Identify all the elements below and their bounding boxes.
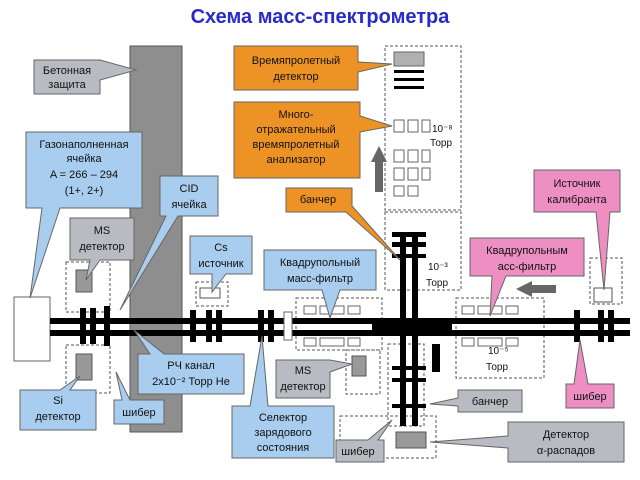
- cs-line-1: Cs: [214, 242, 228, 254]
- callout-buncher-top: банчер: [285, 187, 401, 261]
- center-box: [384, 211, 462, 291]
- callout-cid: CID ячейка: [119, 175, 219, 311]
- tof-det-line-1: Времяпролетный: [252, 55, 340, 67]
- slide-title: Схема масс-спектрометра: [190, 6, 450, 28]
- concrete-line-2: защита: [48, 79, 86, 91]
- vertical-beamline: [372, 232, 452, 426]
- callout-shiber-right: шибер: [565, 339, 615, 409]
- alpha-line-1: Детектор: [543, 429, 589, 441]
- tof-det-line-2: детектор: [273, 71, 318, 83]
- tof-box: [384, 45, 462, 211]
- callout-si-detector: Si детектор: [19, 375, 97, 431]
- ms-detector-mid-element: [351, 355, 367, 377]
- si-detector-element: [75, 353, 93, 381]
- callout-selector: Селектор зарядового состояния: [231, 335, 335, 459]
- pressure-tof-value: 10⁻⁸: [432, 124, 453, 135]
- callout-mr-tof: Много- отражательный времяпролетный анал…: [233, 101, 393, 179]
- callout-cs: Cs источник: [189, 235, 253, 294]
- ms-detector-left-box: [65, 261, 111, 313]
- cs-line-2: источник: [198, 258, 243, 270]
- callout-shiber-bottom: шибер: [335, 419, 393, 463]
- callout-shiber-left: шибер: [113, 371, 165, 425]
- up-arrow: [371, 146, 387, 192]
- selector-line-3: состояния: [257, 442, 309, 454]
- ms-mid-line-2: детектор: [280, 381, 325, 393]
- shiber-bottom-text: шибер: [341, 446, 374, 458]
- mr-line-4: анализатор: [267, 154, 326, 166]
- main-beamline: [50, 306, 630, 346]
- gas-cell-line-2: ячейка: [66, 153, 102, 165]
- callout-buncher-bottom: банчер: [429, 389, 523, 413]
- calibrant-line-1: Источник: [554, 178, 601, 190]
- ms-mid-line-1: MS: [295, 365, 312, 377]
- pressure-right-unit: Торр: [486, 362, 508, 373]
- alpha-box: [339, 415, 437, 459]
- shiber-right-text: шибер: [573, 391, 606, 403]
- si-line-2: детектор: [35, 411, 80, 423]
- cid-line-2: ячейка: [171, 199, 207, 211]
- callout-rf: РЧ канал 2x10⁻² Торр He: [133, 329, 245, 395]
- pressure-right-value: 10⁻⁵: [488, 346, 509, 357]
- shiber-left-text: шибер: [122, 407, 155, 419]
- tof-stack: [393, 51, 431, 197]
- ms-left-line-1: MS: [94, 225, 111, 237]
- callout-calibrant: Источник калибранта: [533, 169, 621, 291]
- buncher-bottom-text: банчер: [472, 396, 508, 408]
- mr-line-1: Много-: [279, 109, 314, 121]
- callout-quad-right: Квадрупольным асс-фильтр: [469, 237, 585, 317]
- mr-line-2: отражательный: [256, 124, 335, 136]
- pressure-center-value: 10⁻³: [428, 262, 448, 273]
- quad-left-line-1: Квадрупольный: [280, 257, 360, 269]
- pressure-center-unit: Торр: [426, 278, 448, 289]
- rf-line-2: 2x10⁻² Торр He: [152, 376, 230, 388]
- gas-cell-line-1: Газонаполненная: [39, 139, 128, 151]
- concrete-line-1: Бетонная: [43, 65, 91, 77]
- quad-right-line-2: асс-фильтр: [498, 261, 556, 273]
- cid-line-1: CID: [180, 183, 199, 195]
- buncher-top-text: банчер: [300, 194, 336, 206]
- quad-right-line-1: Квадрупольным: [486, 245, 568, 257]
- ms-detector-mid-box: [345, 349, 381, 395]
- left-arrow: [516, 281, 556, 297]
- calibrant-line-2: калибранта: [547, 194, 607, 206]
- selector-line-2: зарядового: [254, 427, 311, 439]
- si-detector-box: [65, 344, 111, 394]
- callout-gas-cell: Газонаполненная ячейка A = 266 – 294 (1+…: [25, 131, 143, 299]
- mr-line-3: времяпролетный: [253, 139, 340, 151]
- gas-cell-line-3: A = 266 – 294: [50, 169, 118, 181]
- calibrant-element: [593, 287, 613, 303]
- si-line-1: Si: [53, 395, 63, 407]
- callout-alpha: Детектор α-распадов: [429, 421, 625, 463]
- callout-tof-detector: Времяпролетный детектор: [233, 45, 393, 91]
- callout-ms-detector-mid: MS детектор: [275, 359, 354, 399]
- ms-left-line-2: детектор: [79, 241, 124, 253]
- quad-left-line-2: масс-фильтр: [287, 273, 353, 285]
- dashed-regions: [13, 45, 623, 459]
- alpha-detector-element: [395, 431, 427, 449]
- alpha-line-2: α-распадов: [537, 445, 595, 457]
- pressure-tof-unit: Торр: [430, 138, 452, 149]
- rf-line-1: РЧ канал: [167, 360, 215, 372]
- callout-concrete: Бетонная защита: [33, 59, 138, 95]
- selector-line-1: Селектор: [259, 412, 307, 424]
- quad-rods-left: [283, 305, 361, 347]
- callout-ms-detector-left: MS детектор: [69, 217, 135, 281]
- callout-quad-left: Квадрупольный масс-фильтр: [263, 249, 377, 320]
- quad-right-box: [455, 297, 545, 379]
- gas-cell-line-4: (1+, 2+): [65, 185, 104, 197]
- gas-cell-body: [13, 296, 51, 362]
- cs-source-element: [199, 287, 221, 299]
